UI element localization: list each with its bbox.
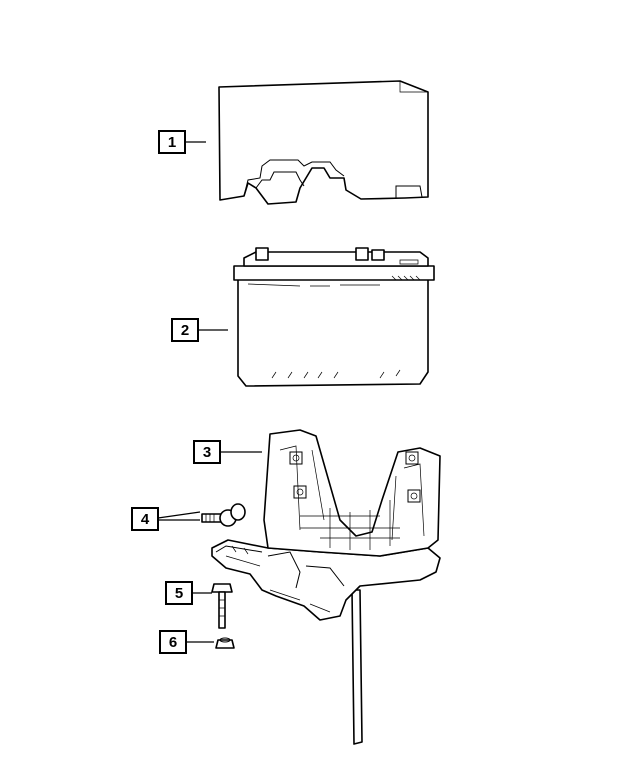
callout-6: 6 — [159, 630, 187, 654]
callout-label-1: 1 — [168, 134, 176, 151]
battery-cover-icon — [218, 80, 429, 205]
bolt-icon — [211, 583, 233, 629]
callout-2: 2 — [171, 318, 199, 342]
leader-lines — [157, 141, 262, 643]
callout-4: 4 — [131, 507, 159, 531]
callout-label-6: 6 — [169, 634, 177, 651]
bolt-washer-pair-icon — [201, 503, 246, 527]
callout-label-2: 2 — [181, 322, 189, 339]
callout-3: 3 — [193, 440, 221, 464]
callout-label-5: 5 — [175, 585, 183, 602]
battery-tray-icon — [211, 429, 441, 745]
callout-label-3: 3 — [203, 444, 211, 461]
leader-line-4a — [157, 511, 201, 519]
callout-5: 5 — [165, 581, 193, 605]
callout-label-4: 4 — [141, 511, 150, 528]
nut-icon — [215, 637, 235, 649]
callout-1: 1 — [158, 130, 186, 154]
battery-icon — [233, 247, 435, 387]
